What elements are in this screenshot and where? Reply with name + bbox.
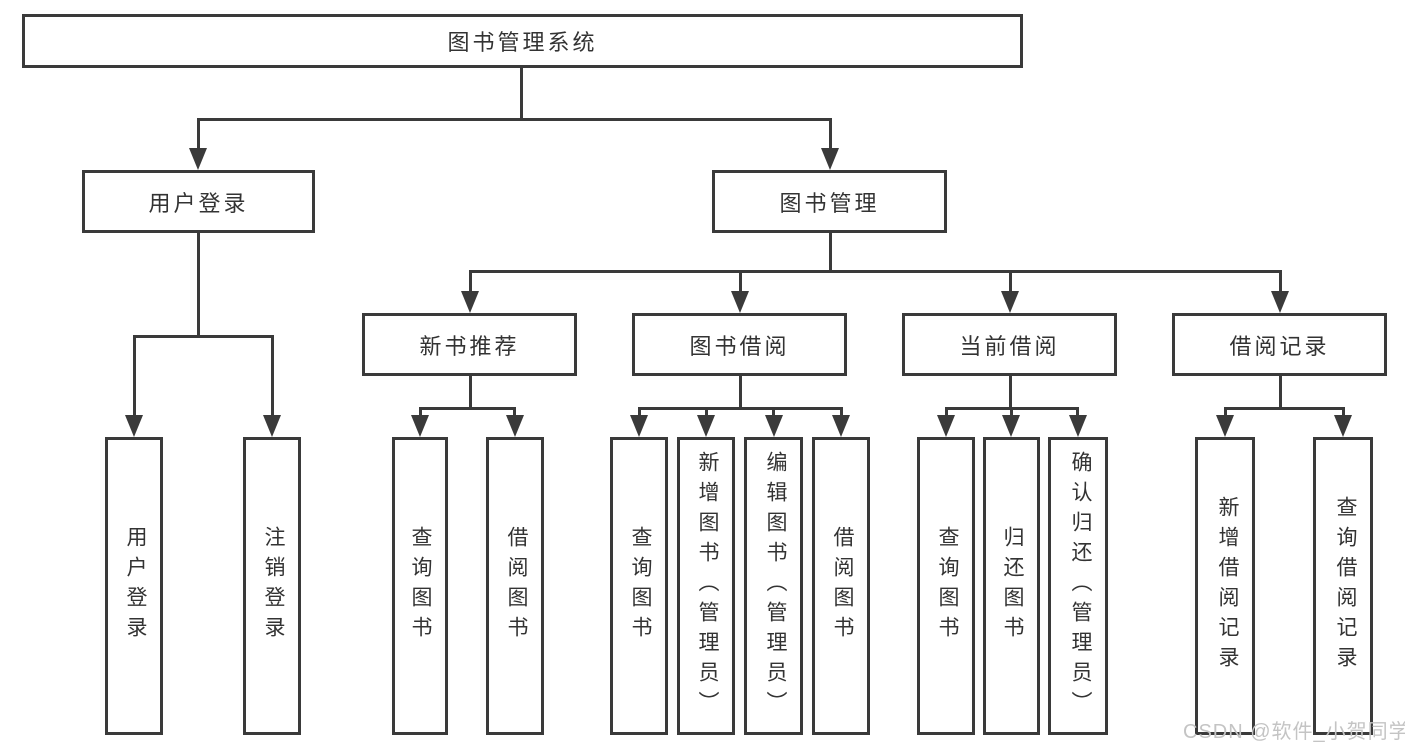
connector-userlogin-stem xyxy=(197,233,200,335)
arrow-down-icon xyxy=(821,148,839,170)
connector-drop-level3 xyxy=(1279,270,1282,295)
connector-records-stem xyxy=(1279,376,1282,407)
leaf-return-books: 归还图书 xyxy=(983,437,1040,735)
connector-root-stem xyxy=(520,68,523,118)
connector-newrec-crossbar xyxy=(419,407,516,410)
connector-drop-leaf xyxy=(705,407,708,418)
node-book-management: 图书管理 xyxy=(712,170,947,233)
connector-drop-level3 xyxy=(739,270,742,295)
arrow-down-icon xyxy=(1271,291,1289,313)
connector-drop-level3 xyxy=(1009,270,1012,295)
connector-drop-leaf xyxy=(1076,407,1079,418)
arrow-down-icon xyxy=(1001,291,1019,313)
arrow-down-icon xyxy=(506,415,524,437)
leaf-query-borrow-record: 查询借阅记录 xyxy=(1313,437,1373,735)
csdn-watermark: CSDN @软件_小贺同学 xyxy=(1183,721,1405,743)
arrow-down-icon xyxy=(461,291,479,313)
arrow-down-icon xyxy=(630,415,648,437)
arrow-down-icon xyxy=(263,415,281,437)
connector-drop-leaf xyxy=(1342,407,1345,418)
arrow-down-icon xyxy=(731,291,749,313)
arrow-down-icon xyxy=(832,415,850,437)
node-user-login: 用户登录 xyxy=(82,170,315,233)
connector-bookborrow-stem xyxy=(739,376,742,407)
connector-drop-user-login xyxy=(197,118,200,152)
connector-root-crossbar xyxy=(197,118,832,121)
connector-drop-leaf xyxy=(133,335,136,418)
connector-userlogin-crossbar xyxy=(133,335,274,338)
leaf-add-borrow-record: 新增借阅记录 xyxy=(1195,437,1255,735)
connector-drop-level3 xyxy=(469,270,472,295)
node-current-borrow: 当前借阅 xyxy=(902,313,1117,376)
connector-drop-leaf xyxy=(271,335,274,418)
connector-drop-leaf xyxy=(840,407,843,418)
connector-drop-book-mgmt xyxy=(829,118,832,152)
arrow-down-icon xyxy=(189,148,207,170)
arrow-down-icon xyxy=(1216,415,1234,437)
arrow-down-icon xyxy=(125,415,143,437)
leaf-borrow-books-2: 借阅图书 xyxy=(812,437,870,735)
connector-current-stem xyxy=(1009,376,1012,407)
connector-drop-leaf xyxy=(419,407,422,418)
leaf-borrow-books-1: 借阅图书 xyxy=(486,437,544,735)
connector-drop-leaf xyxy=(513,407,516,418)
leaf-logout: 注销登录 xyxy=(243,437,301,735)
connector-drop-leaf xyxy=(772,407,775,418)
arrow-down-icon xyxy=(765,415,783,437)
node-borrow-records: 借阅记录 xyxy=(1172,313,1387,376)
arrow-down-icon xyxy=(411,415,429,437)
connector-newrec-stem xyxy=(469,376,472,407)
node-new-book-recommend: 新书推荐 xyxy=(362,313,577,376)
connector-bookborrow-crossbar xyxy=(638,407,842,410)
connector-drop-leaf xyxy=(1224,407,1227,418)
arrow-down-icon xyxy=(1334,415,1352,437)
leaf-user-login: 用户登录 xyxy=(105,437,163,735)
connector-drop-leaf xyxy=(945,407,948,418)
arrow-down-icon xyxy=(937,415,955,437)
leaf-query-books-1: 查询图书 xyxy=(392,437,448,735)
connector-bookmgmt-crossbar xyxy=(469,270,1281,273)
arrow-down-icon xyxy=(1069,415,1087,437)
leaf-confirm-return-admin: 确认归还（管理员） xyxy=(1048,437,1108,735)
connector-bookmgmt-stem xyxy=(829,233,832,270)
connector-drop-leaf xyxy=(1010,407,1013,418)
connector-records-crossbar xyxy=(1224,407,1344,410)
leaf-add-books-admin: 新增图书（管理员） xyxy=(677,437,735,735)
arrow-down-icon xyxy=(1002,415,1020,437)
node-book-borrow: 图书借阅 xyxy=(632,313,847,376)
connector-drop-leaf xyxy=(638,407,641,418)
leaf-query-books-3: 查询图书 xyxy=(917,437,975,735)
node-root: 图书管理系统 xyxy=(22,14,1023,68)
leaf-edit-books-admin: 编辑图书（管理员） xyxy=(744,437,803,735)
leaf-query-books-2: 查询图书 xyxy=(610,437,668,735)
arrow-down-icon xyxy=(697,415,715,437)
